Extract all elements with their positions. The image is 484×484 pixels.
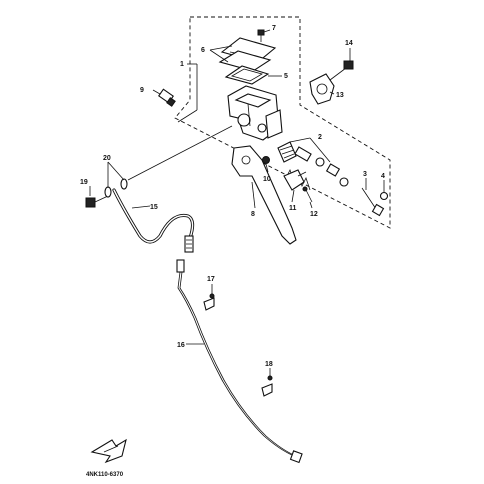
boot[interactable] <box>379 191 389 201</box>
clutch-switch[interactable] <box>283 169 307 191</box>
union-bolt[interactable] <box>85 195 109 208</box>
callout-4: 4 <box>381 173 385 180</box>
lever-nut[interactable] <box>262 156 270 164</box>
callout-16: 16 <box>177 342 185 349</box>
callout-8: 8 <box>251 211 255 218</box>
holder-bolt[interactable] <box>329 60 354 81</box>
fwd-arrow-icon <box>90 438 127 464</box>
callout-2: 2 <box>318 134 322 141</box>
clutch-hose[interactable] <box>112 188 195 253</box>
callout-labels: 1 6 7 5 9 14 13 2 3 4 10 8 11 12 15 20 1… <box>80 25 385 368</box>
callout-11: 11 <box>289 205 297 212</box>
callout-18: 18 <box>265 361 273 368</box>
callout-20: 20 <box>103 155 111 162</box>
pipe-clamp-upper[interactable] <box>203 293 215 311</box>
callout-17: 17 <box>207 276 215 283</box>
clutch-lever[interactable] <box>231 145 297 245</box>
callout-10: 10 <box>263 176 271 183</box>
callout-6: 6 <box>201 47 205 54</box>
callout-3: 3 <box>363 171 367 178</box>
pipe-clamp-lower[interactable] <box>261 375 273 397</box>
assembly-boundary <box>174 16 391 229</box>
master-cylinder-body[interactable] <box>227 85 283 141</box>
bolt[interactable] <box>158 88 176 107</box>
callout-12: 12 <box>310 211 318 218</box>
switch-screw[interactable] <box>302 186 313 203</box>
callout-19: 19 <box>80 179 88 186</box>
diaphragm[interactable] <box>224 65 270 85</box>
cap-screw[interactable] <box>257 29 265 42</box>
diagram-code: 4NK110-6370 <box>86 472 124 478</box>
callout-13: 13 <box>336 92 344 99</box>
holder[interactable] <box>309 73 335 105</box>
copper-washers[interactable] <box>104 178 128 198</box>
push-rod[interactable] <box>361 187 385 217</box>
callout-5: 5 <box>284 73 288 80</box>
leader-lines <box>89 29 385 376</box>
callout-14: 14 <box>345 40 353 47</box>
piston-kit[interactable] <box>277 141 349 187</box>
callout-9: 9 <box>140 87 144 94</box>
clutch-pipe[interactable] <box>176 259 303 464</box>
callout-1: 1 <box>180 61 184 68</box>
callout-7: 7 <box>272 25 276 32</box>
callout-15: 15 <box>150 204 158 211</box>
